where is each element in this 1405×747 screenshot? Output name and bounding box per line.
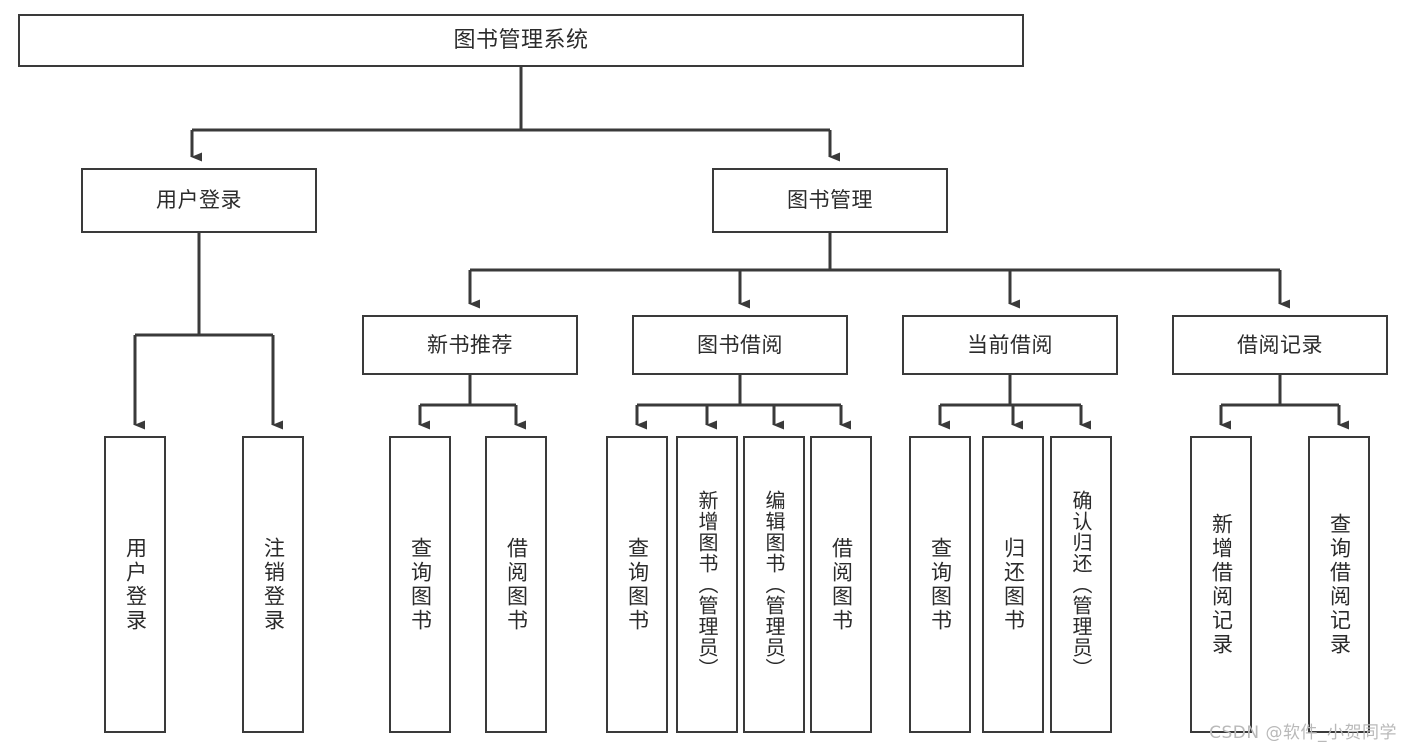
leaf-query-book-current[interactable]: 查询图书 [909,436,971,733]
leaf-edit-book-admin-label: 编辑图书（管理员） [762,490,786,679]
leaf-query-borrow-record[interactable]: 查询借阅记录 [1308,436,1370,733]
leaf-query-borrow-record-label: 查询借阅记录 [1327,512,1352,657]
node-new-book-recommend[interactable]: 新书推荐 [362,315,578,375]
leaf-borrow-book-recommend-label: 借阅图书 [504,536,529,633]
leaf-edit-book-admin[interactable]: 编辑图书（管理员） [743,436,805,733]
leaf-user-login-label: 用户登录 [123,536,148,633]
leaf-query-book-recommend-label: 查询图书 [408,536,433,633]
leaf-add-book-admin[interactable]: 新增图书（管理员） [676,436,738,733]
leaf-add-borrow-record[interactable]: 新增借阅记录 [1190,436,1252,733]
node-new-book-recommend-label: 新书推荐 [427,332,513,357]
leaf-query-book-borrow-label: 查询图书 [625,536,650,633]
leaf-query-book-borrow[interactable]: 查询图书 [606,436,668,733]
leaf-confirm-return-admin[interactable]: 确认归还（管理员） [1050,436,1112,733]
leaf-return-book-label: 归还图书 [1001,536,1026,633]
leaf-logout[interactable]: 注销登录 [242,436,304,733]
leaf-borrow-book-borrow[interactable]: 借阅图书 [810,436,872,733]
node-borrow-record-label: 借阅记录 [1237,332,1323,357]
leaf-query-book-recommend[interactable]: 查询图书 [389,436,451,733]
leaf-add-borrow-record-label: 新增借阅记录 [1209,512,1234,657]
leaf-logout-label: 注销登录 [261,536,286,633]
node-book-borrow-label: 图书借阅 [697,332,783,357]
node-user-login-label: 用户登录 [156,188,242,212]
node-current-borrow-label: 当前借阅 [967,332,1053,357]
node-current-borrow[interactable]: 当前借阅 [902,315,1118,375]
node-book-management[interactable]: 图书管理 [712,168,948,233]
leaf-confirm-return-admin-label: 确认归还（管理员） [1069,490,1093,679]
node-root[interactable]: 图书管理系统 [18,14,1024,67]
node-book-borrow[interactable]: 图书借阅 [632,315,848,375]
node-user-login[interactable]: 用户登录 [81,168,317,233]
node-borrow-record[interactable]: 借阅记录 [1172,315,1388,375]
leaf-return-book[interactable]: 归还图书 [982,436,1044,733]
node-book-management-label: 图书管理 [787,188,873,212]
leaf-query-book-current-label: 查询图书 [928,536,953,633]
leaf-user-login[interactable]: 用户登录 [104,436,166,733]
leaf-add-book-admin-label: 新增图书（管理员） [695,490,719,679]
leaf-borrow-book-recommend[interactable]: 借阅图书 [485,436,547,733]
node-root-label: 图书管理系统 [453,27,589,53]
leaf-borrow-book-borrow-label: 借阅图书 [829,536,854,633]
